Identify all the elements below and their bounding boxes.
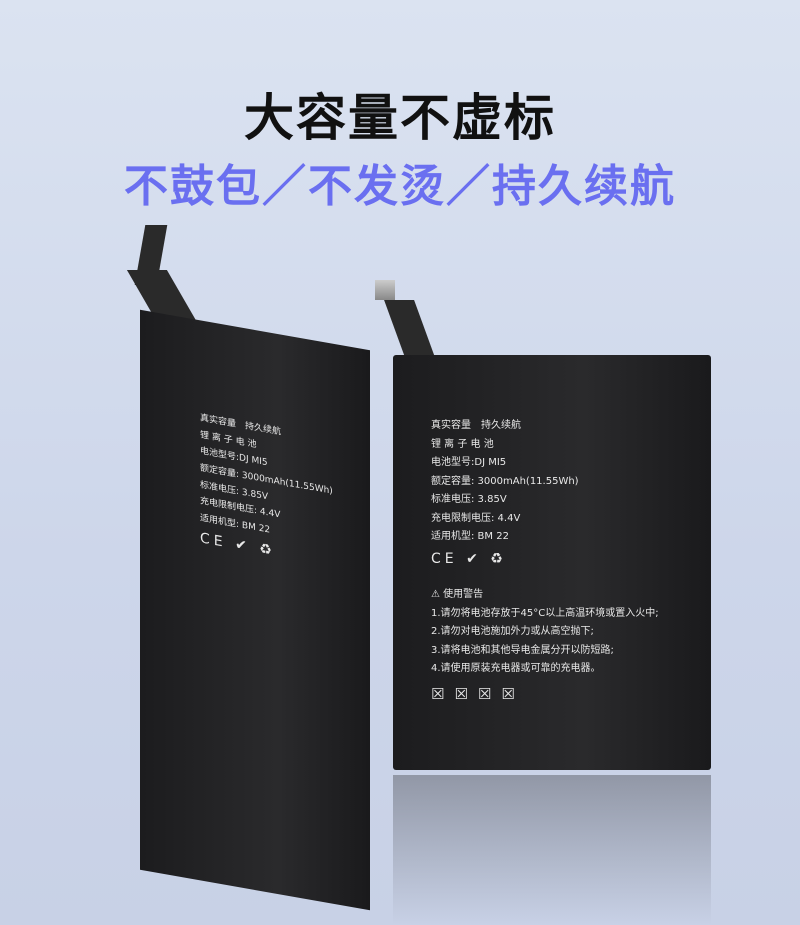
warning-item: 3.请将电池和其他导电金属分开以防短路; — [431, 644, 614, 656]
battery-label: 锂 离 子 电 池 — [431, 438, 494, 450]
warning-item: 1.请勿将电池存放于45°C以上高温环境或置入火中; — [431, 607, 659, 619]
cert-icons: CE ✔ ♻ — [431, 550, 507, 567]
right-flex-cable — [384, 300, 436, 360]
warning-item: 4.请使用原装充电器或可靠的充电器。 — [431, 663, 601, 675]
right-connector — [375, 280, 395, 300]
battery-applicable: 适用机型: BM 22 — [431, 531, 509, 542]
left-battery: 真实容量 持久续航 锂 离 子 电 池 电池型号:DJ MI5 额定容量: 30… — [140, 309, 370, 911]
battery-model: 电池型号:DJ MI5 — [431, 457, 507, 468]
warning-title: ⚠ 使用警告 — [431, 589, 484, 601]
subheadline: 不鼓包／不发烫／持久续航 — [124, 161, 676, 212]
battery-voltage: 标准电压: 3.85V — [431, 494, 507, 505]
battery-charge-limit: 充电限制电压: 4.4V — [431, 512, 521, 524]
battery-label: 真实容量 持久续航 — [431, 420, 521, 431]
battery-capacity: 额定容量: 3000mAh(11.55Wh) — [431, 475, 579, 487]
warning-item: 2.请勿对电池施加外力或从高空抛下; — [431, 626, 594, 638]
warning-icons: ☒☒☒☒ — [431, 684, 525, 703]
right-battery: 真实容量 持久续航 锂 离 子 电 池 电池型号:DJ MI5 额定容量: 30… — [393, 355, 711, 770]
headline: 大容量不虚标 — [244, 89, 556, 147]
battery-reflection — [393, 775, 711, 925]
